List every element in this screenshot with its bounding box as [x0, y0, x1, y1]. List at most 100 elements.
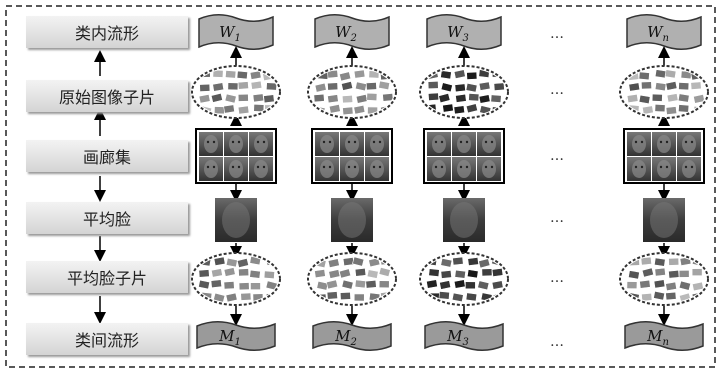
patch-tile	[354, 267, 367, 277]
patch-tile	[353, 69, 366, 79]
patch-tile	[455, 93, 467, 103]
patch-tile	[213, 256, 226, 266]
patch-tile	[477, 280, 490, 291]
ellipsis-row-6: …	[550, 334, 564, 350]
patch-tile	[440, 270, 452, 279]
patch-tile	[466, 71, 478, 80]
ellipsis-row-5: …	[550, 270, 564, 286]
column-arrows	[230, 46, 670, 326]
patch-tile	[199, 83, 211, 92]
patch-tile	[237, 93, 249, 102]
patch-tile	[452, 256, 464, 266]
patch-tile	[438, 291, 450, 300]
w-manifold-flag: W2	[314, 14, 390, 50]
patch-tile	[642, 105, 654, 115]
gallery-sets	[195, 128, 705, 184]
patch-tile	[378, 80, 391, 91]
patch-tile	[263, 94, 275, 104]
patch-tile	[326, 291, 338, 300]
patch-tile	[677, 93, 690, 103]
patch-tile	[210, 268, 223, 278]
patch-tile	[224, 93, 237, 104]
patch-tile	[468, 93, 480, 102]
patch-tile	[214, 106, 225, 115]
patch-tile	[223, 267, 236, 277]
original-patch-ellipses	[191, 65, 709, 119]
patch-tile	[353, 104, 366, 115]
patch-tile	[465, 292, 478, 302]
patch-tile	[442, 103, 454, 113]
patch-tile	[353, 293, 365, 302]
patch-tile	[666, 93, 679, 103]
patch-tile	[238, 282, 250, 291]
patch-tile	[339, 291, 351, 301]
patch-tile	[313, 93, 325, 103]
patch-tile	[263, 270, 275, 279]
patch-tile	[491, 280, 504, 290]
average-face	[443, 198, 485, 242]
patch-ellipse	[619, 252, 709, 306]
patch-tile	[653, 279, 666, 289]
patch-tile	[668, 269, 680, 279]
patch-tile	[626, 281, 638, 290]
patch-tile	[454, 269, 466, 279]
patch-tile	[639, 279, 651, 289]
patch-tile	[314, 269, 326, 279]
patch-tile	[378, 266, 391, 278]
patch-tile	[641, 267, 654, 278]
patch-tile	[249, 269, 261, 279]
ellipsis-row-2: …	[550, 82, 564, 98]
patch-tile	[628, 270, 640, 280]
patch-tile	[678, 270, 690, 278]
patch-tile	[668, 257, 680, 266]
patch-tile	[641, 81, 652, 90]
patch-tile	[665, 106, 678, 115]
patch-tile	[225, 257, 238, 268]
patch-tile	[341, 95, 354, 104]
patch-tile	[654, 69, 667, 79]
ellipsis-row-1: …	[550, 26, 564, 42]
patch-tile	[212, 82, 225, 92]
patch-tile	[478, 81, 491, 91]
patch-tile	[227, 82, 239, 91]
patch-tile	[198, 94, 211, 104]
patch-tile	[651, 93, 663, 102]
patch-tile	[628, 82, 641, 92]
w-manifold-flag: Wn	[626, 14, 702, 50]
patch-tile	[339, 71, 352, 82]
patch-tile	[328, 269, 341, 279]
patch-tile	[354, 279, 367, 289]
average-face	[331, 198, 373, 242]
patch-tile	[665, 281, 677, 292]
average-patch-ellipses	[191, 252, 709, 306]
w-manifold-flag: W3	[426, 14, 502, 50]
gallery-set	[623, 128, 705, 184]
patch-tile	[342, 257, 355, 267]
patch-tile	[237, 81, 249, 90]
ellipsis-row-4: …	[550, 210, 564, 226]
patch-tile	[198, 279, 211, 290]
patch-tile	[314, 82, 327, 93]
patch-tile	[654, 104, 666, 113]
patch-tile	[481, 268, 493, 277]
patch-tile	[478, 94, 491, 104]
patch-tile	[338, 268, 352, 279]
patch-tile	[341, 279, 354, 290]
patch-tile	[691, 268, 703, 276]
patch-tile	[654, 257, 666, 267]
row-label-average-face-patches: 平均脸子片	[26, 261, 188, 293]
patch-ellipse	[307, 65, 397, 119]
outer-dashed-border	[5, 5, 716, 368]
patch-tile	[428, 268, 440, 277]
patch-tile	[225, 70, 237, 79]
patch-tile	[366, 92, 378, 101]
patch-tile	[438, 93, 451, 104]
patch-tile	[328, 104, 341, 114]
gallery-set	[195, 128, 277, 184]
average-face	[643, 198, 685, 242]
patch-tile	[238, 268, 250, 277]
patch-tile	[453, 69, 466, 79]
patch-tile	[327, 94, 339, 104]
